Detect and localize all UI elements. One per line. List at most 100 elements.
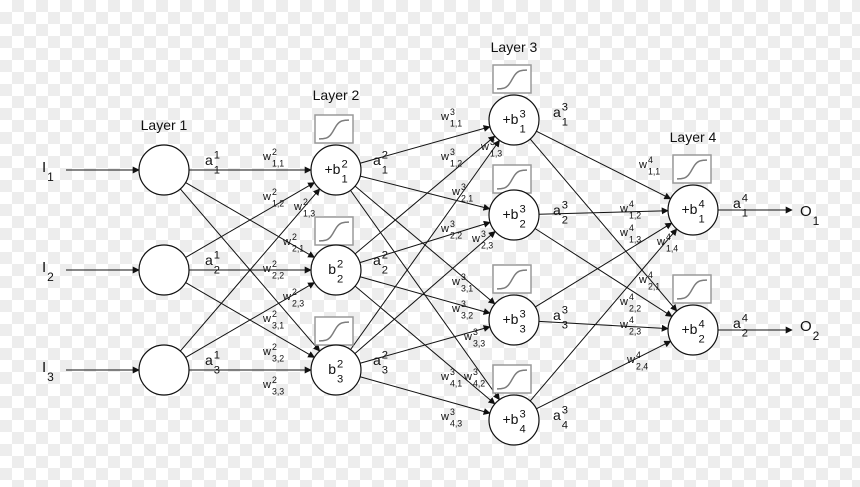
output-label: O1	[800, 203, 820, 228]
weight-label-subscript: 3,3	[272, 387, 284, 397]
activation-label-superscript: 1	[214, 150, 220, 162]
weight-label-text: w	[440, 151, 449, 163]
output-label: O2	[800, 318, 820, 343]
output-label-subscript: 2	[813, 329, 820, 343]
output-label-text: O	[800, 318, 812, 335]
weight-label-text: w	[656, 236, 665, 248]
edge-l1-n2-to-n1	[185, 182, 315, 258]
weight-label-text: w	[293, 201, 302, 213]
weight-label-subscript: 2,4	[636, 362, 648, 372]
weight-label-subscript: 2,3	[629, 327, 641, 337]
weight-label-superscript: 3	[450, 147, 455, 157]
weight-label-superscript: 4	[648, 270, 653, 280]
weight-label-text: w	[451, 303, 460, 315]
layer-title: Layer 3	[491, 39, 538, 55]
activation-label-text: a	[733, 315, 741, 331]
neuron-bias-label-text: +b	[503, 206, 519, 222]
weight-label-subscript: 2,3	[292, 299, 304, 309]
weight-label-subscript: 1,2	[450, 159, 462, 169]
activation-label-text: a	[205, 352, 213, 368]
activation-function-icons	[314, 64, 712, 394]
activation-label-text: a	[733, 195, 741, 211]
weight-label-subscript: 4,2	[473, 379, 485, 389]
neuron-l1-1	[138, 144, 190, 196]
weight-label-text: w	[480, 141, 489, 153]
sigmoid-icon	[314, 216, 354, 246]
edge-l3-n3-to-n2	[538, 320, 669, 332]
weight-label-superscript: 3	[450, 107, 455, 117]
edge-l2-n3-to-n1	[350, 139, 500, 350]
sigmoid-icon	[492, 264, 532, 294]
weight-label-text: w	[626, 354, 635, 366]
weight-label-text: w	[262, 379, 271, 391]
weight-label-superscript: 2	[303, 197, 308, 207]
weight-label-subscript: 2,2	[629, 304, 641, 314]
edge-l3-n2-to-n1	[538, 207, 669, 215]
weight-label-text: w	[619, 203, 628, 215]
weight-label-subscript: 3,2	[461, 311, 473, 321]
edge-l2-n1-to-n1	[359, 125, 491, 164]
neuron-bias-label-superscript: 2	[341, 159, 347, 171]
weight-label-subscript: 1,1	[648, 167, 660, 177]
neuron-bias-label-superscript: 4	[698, 319, 704, 331]
weight-label-text: w	[619, 319, 628, 331]
weight-label-subscript: 3,1	[272, 321, 284, 331]
weight-label-superscript: 3	[461, 182, 466, 192]
neuron-bias-label-superscript: 3	[519, 309, 525, 321]
weight-label-superscript: 3	[490, 137, 495, 147]
weight-label-text: w	[282, 291, 291, 303]
neuron-bias-label-text: +b	[503, 311, 519, 327]
weight-label-text: w	[440, 223, 449, 235]
neuron-bias-label-superscript: 3	[519, 409, 525, 421]
weight-label-text: w	[463, 371, 472, 383]
neuron-bias-label-subscript: 3	[519, 323, 525, 335]
weight-label-subscript: 1,2	[272, 199, 284, 209]
neuron-l1-3	[138, 344, 190, 396]
activation-label-text: a	[373, 352, 381, 368]
edge-l3-n1-to-n1	[536, 130, 672, 200]
weight-label-subscript: 1,3	[303, 209, 315, 219]
weight-label-text: w	[440, 111, 449, 123]
sigmoid-icon	[314, 114, 354, 144]
activation-label-text: a	[553, 407, 561, 423]
edge-l2-n3-to-n3	[359, 325, 491, 364]
weight-label-subscript: 2,2	[272, 271, 284, 281]
input-label-text: I	[42, 259, 46, 276]
input-label-text: I	[42, 359, 46, 376]
edge-l3-n3-to-n1	[535, 222, 673, 308]
neuron-bias-label-superscript: 3	[519, 109, 525, 121]
weight-label-superscript: 2	[272, 187, 277, 197]
weight-label-superscript: 2	[272, 309, 277, 319]
input-label-subscript: 3	[47, 370, 54, 384]
weight-label-text: w	[638, 159, 647, 171]
weight-label-text: w	[638, 274, 647, 286]
weight-label-subscript: 2,1	[648, 282, 660, 292]
input-label-text: I	[42, 159, 46, 176]
activation-label-text: a	[205, 152, 213, 168]
output-label-text: O	[800, 203, 812, 220]
sigmoid-icon	[492, 64, 532, 94]
neuron-bias-label-subscript: 3	[337, 373, 343, 385]
